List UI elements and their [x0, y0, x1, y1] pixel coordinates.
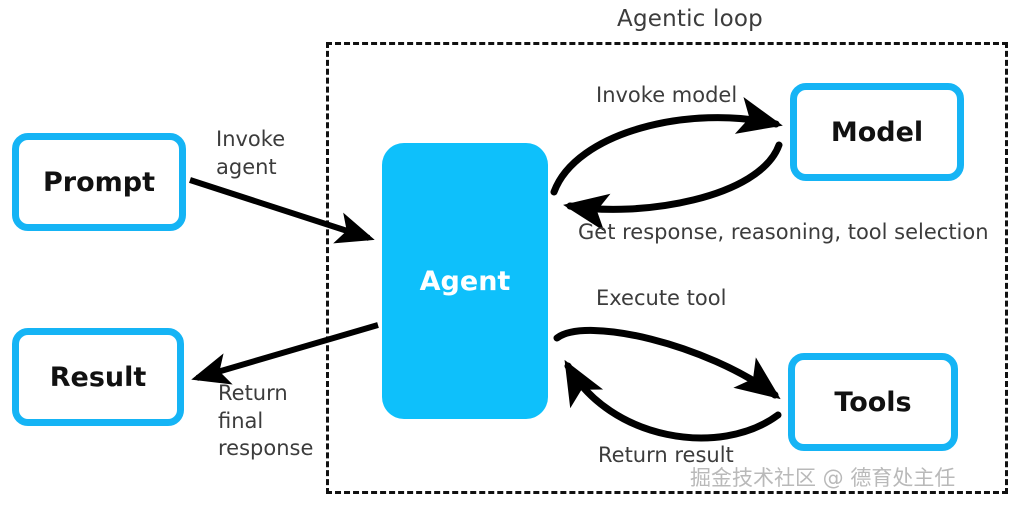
- agentic-loop-boundary: [326, 42, 1008, 494]
- edge-label-return-result: Return result: [598, 443, 734, 467]
- node-model[interactable]: Model: [790, 83, 964, 181]
- edge-label-invoke-agent: Invoke agent: [216, 127, 286, 179]
- node-tools[interactable]: Tools: [788, 353, 958, 451]
- edge-label-get-response: Get response, reasoning, tool selection: [578, 220, 989, 244]
- node-prompt[interactable]: Prompt: [12, 133, 186, 231]
- edge-label-return-final-response: Return final response: [218, 381, 314, 461]
- node-result[interactable]: Result: [12, 328, 184, 426]
- agentic-loop-title: Agentic loop: [617, 6, 763, 32]
- edge-label-execute-tool: Execute tool: [596, 286, 727, 310]
- node-agent[interactable]: Agent: [382, 143, 548, 419]
- watermark-text: 掘金技术社区 @ 德育处主任: [690, 466, 956, 490]
- edge-label-invoke-model: Invoke model: [596, 83, 738, 107]
